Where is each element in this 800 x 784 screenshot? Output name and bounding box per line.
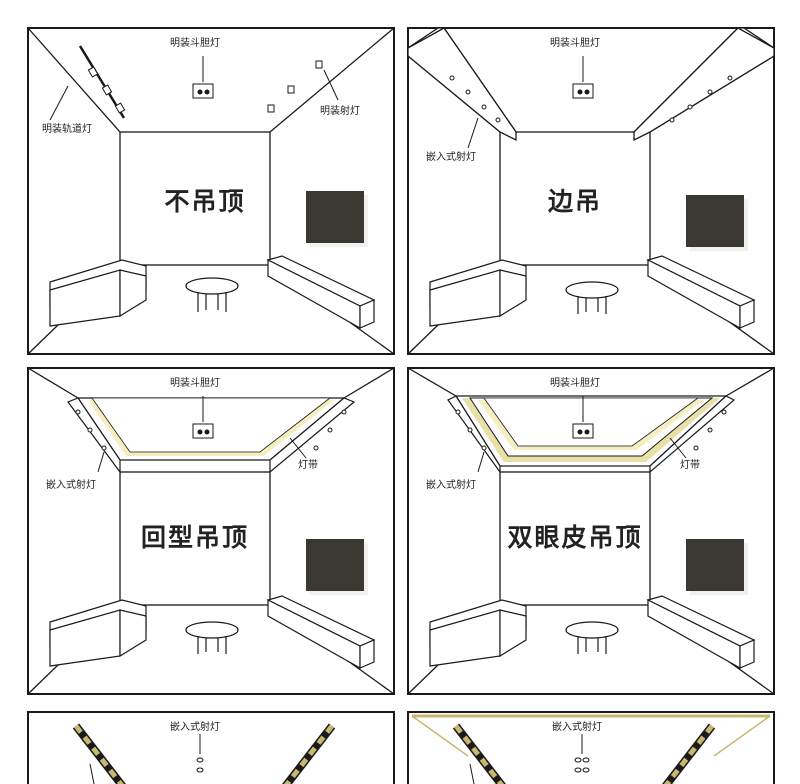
downlight-lamp — [577, 429, 583, 435]
panel-title: 不吊顶 — [164, 187, 245, 216]
downlight-label: 明装斗胆灯 — [170, 36, 220, 49]
light-strip-label: 灯带 — [298, 459, 318, 471]
downlight-label: 明装斗胆灯 — [550, 376, 600, 389]
embedded-spotlight-label: 嵌入式射灯 — [426, 478, 476, 491]
panel-side-ceiling: 嵌入式射灯 明装斗胆灯 边吊 — [407, 27, 775, 355]
tv-icon — [686, 195, 744, 247]
linear-light-strip-right — [282, 723, 336, 784]
tv-icon — [306, 191, 364, 243]
perimeter-light-lines — [411, 715, 771, 757]
tv-cabinet-icon — [266, 595, 376, 670]
coffee-table-icon — [185, 621, 239, 654]
panel-title: 回型吊顶 — [141, 523, 249, 552]
downlight-lamp — [204, 89, 210, 95]
sofa-icon — [429, 599, 527, 667]
embedded-spotlight-label: 嵌入式射灯 — [46, 478, 96, 491]
embedded-spotlight-label: 嵌入式射灯 — [552, 720, 602, 733]
ceiling-drop-right — [269, 397, 356, 474]
panel-double-eyelid-ceiling: 嵌入式射灯 灯带 明装斗胆灯 双眼皮吊顶 — [407, 367, 775, 695]
side-soffit-right — [632, 27, 775, 142]
side-soffit-left — [407, 27, 518, 142]
downlight-lamp — [197, 89, 203, 95]
back-wall — [499, 471, 651, 606]
downlight-icon — [192, 83, 214, 99]
light-strip-label: 灯带 — [680, 459, 700, 471]
back-wall — [119, 471, 271, 606]
coffee-table-icon — [565, 621, 619, 654]
track-light-icon — [78, 45, 126, 119]
tv-icon — [306, 539, 364, 591]
panel-title: 边吊 — [548, 187, 602, 216]
downlight-lamp — [584, 429, 590, 435]
sofa-icon — [49, 599, 147, 667]
panel-no-ceiling: 明装轨道灯 明装斗胆灯 明装射灯 不吊顶 — [27, 27, 395, 355]
coffee-table-icon — [185, 277, 239, 312]
linear-light-strip-left — [72, 723, 126, 784]
leader-line — [97, 451, 105, 473]
embedded-spotlight-icon — [196, 757, 204, 773]
panel-linear-light-ceiling: 嵌入式射灯 — [27, 711, 395, 784]
panel-ring-ceiling: 嵌入式射灯 灯带 明装斗胆灯 回型吊顶 — [27, 367, 395, 695]
ceiling-drop-left — [67, 397, 121, 474]
downlight-icon — [572, 423, 594, 439]
back-wall — [119, 131, 271, 266]
sofa-icon — [49, 259, 147, 327]
back-wall — [499, 131, 651, 266]
downlight-lamp — [197, 429, 203, 435]
embedded-spotlight-icon — [449, 75, 733, 123]
downlight-lamp — [584, 89, 590, 95]
leader-line — [323, 69, 339, 101]
leader-line — [477, 451, 485, 473]
downlight-icon — [192, 423, 214, 439]
embedded-spotlight-label: 嵌入式射灯 — [426, 150, 476, 163]
panel-linear-light-frame-ceiling: 嵌入式射灯 — [407, 711, 775, 784]
linear-light-strip-right — [662, 723, 716, 784]
leader-line — [289, 437, 307, 459]
embedded-spotlight-icon — [75, 409, 347, 451]
downlight-label: 明装斗胆灯 — [170, 376, 220, 389]
downlight-label: 明装斗胆灯 — [550, 36, 600, 49]
leader-line — [669, 437, 687, 459]
coffee-table-icon — [565, 281, 619, 314]
embedded-spotlight-icon — [574, 757, 590, 773]
track-light-label: 明装轨道灯 — [42, 122, 92, 135]
downlight-icon — [572, 83, 594, 99]
linear-light-strip-left — [452, 723, 506, 784]
ceiling-drop-right — [649, 395, 736, 474]
tv-icon — [686, 539, 744, 591]
embedded-spotlight-label: 嵌入式射灯 — [170, 720, 220, 733]
surface-spotlight-label: 明装射灯 — [320, 104, 360, 117]
tv-cabinet-icon — [646, 255, 756, 330]
downlight-lamp — [577, 89, 583, 95]
sofa-icon — [429, 259, 527, 327]
downlight-lamp — [204, 429, 210, 435]
tv-cabinet-icon — [266, 255, 376, 330]
panel-title: 双眼皮吊顶 — [507, 523, 642, 552]
leader-line — [469, 763, 475, 784]
leader-line — [89, 763, 95, 784]
leader-line — [49, 85, 69, 121]
ceiling-drop-left — [447, 395, 501, 474]
tv-cabinet-icon — [646, 595, 756, 670]
ceiling-center — [483, 397, 700, 447]
leader-line — [467, 117, 479, 149]
embedded-spotlight-icon — [455, 409, 727, 451]
surface-spotlight-icon — [267, 60, 323, 113]
